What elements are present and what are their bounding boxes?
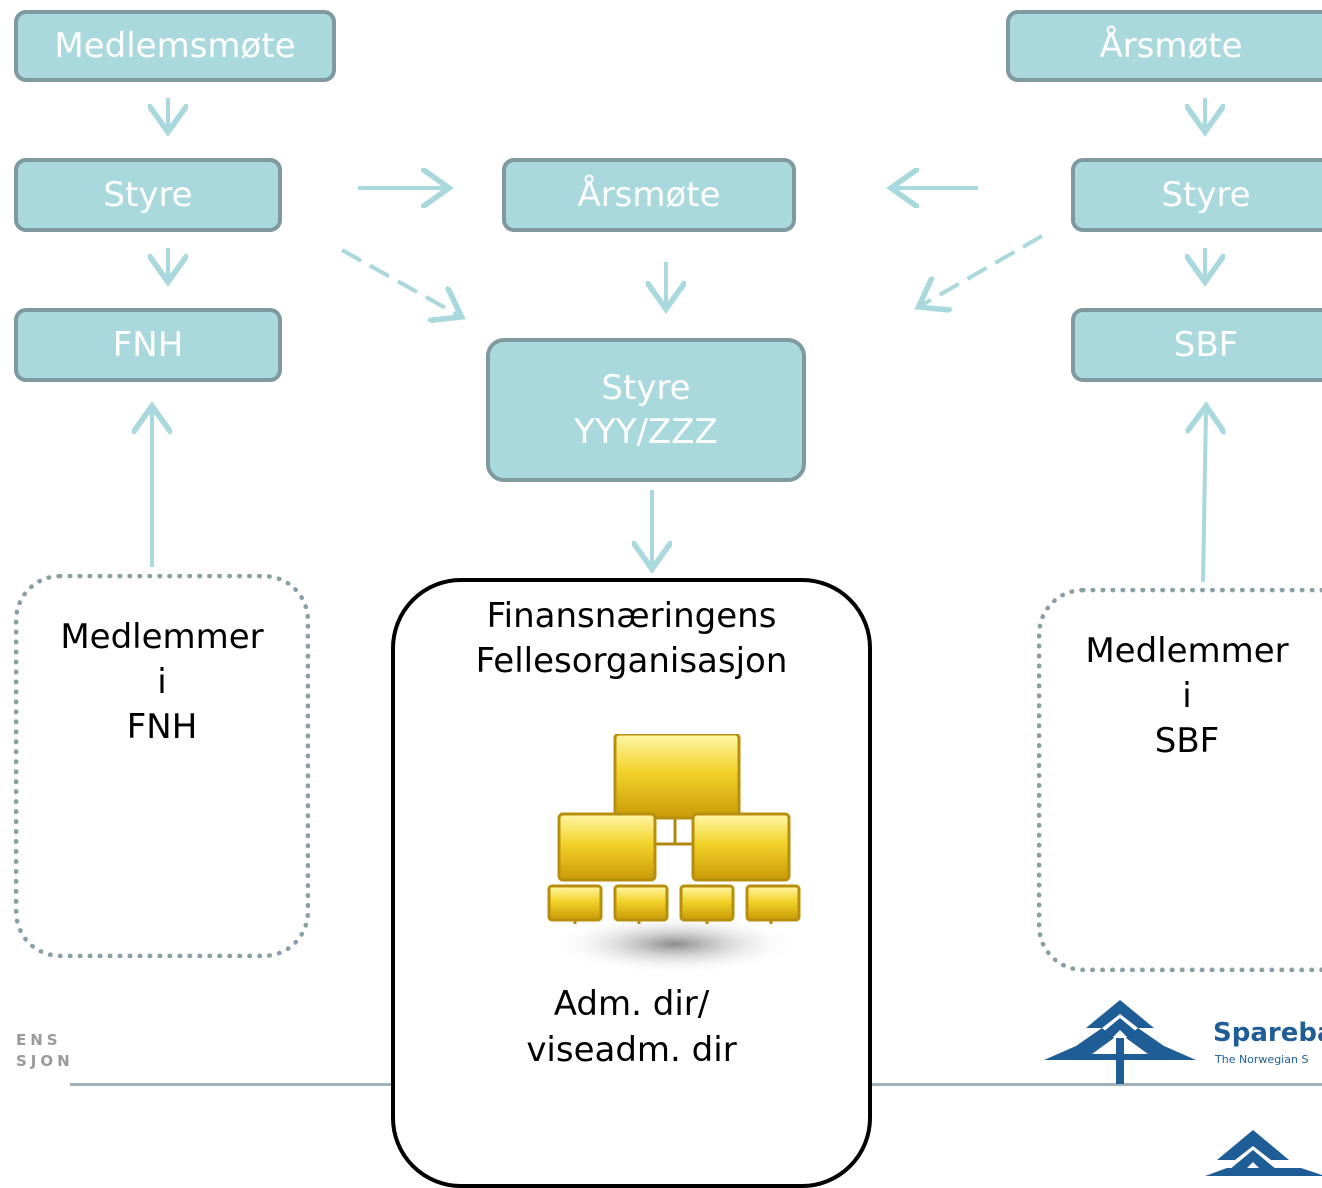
members-left-box: Medlemmer i FNH	[14, 574, 310, 958]
right-org-node: SBF	[1071, 308, 1322, 382]
arrow-left-board-to-center-board	[341, 248, 458, 315]
members-left-line1: Medlemmer	[60, 617, 264, 657]
bottom-logo-icon	[1205, 1130, 1322, 1176]
arrow-right-board-to-center-board	[922, 234, 1043, 305]
left-meeting-node: Medlemsmøte	[14, 10, 336, 82]
right-board-node: Styre	[1071, 158, 1322, 232]
center-org-role-line1: Adm. dir/	[553, 984, 710, 1025]
left-board-node: Styre	[14, 158, 282, 232]
members-right-line1: Medlemmer	[1085, 631, 1289, 671]
left-logo-fragment: ENS SJON	[16, 1031, 74, 1070]
sparebank-tagline: The Norwegian S	[1215, 1053, 1309, 1066]
center-board-node: Styre YYY/ZZZ	[486, 338, 806, 482]
center-org-title-line1: Finansnæringens	[486, 596, 777, 636]
members-right-line2: i	[1182, 676, 1192, 717]
members-left-line2: i	[157, 662, 167, 703]
right-meeting-node: Årsmøte	[1006, 10, 1322, 82]
center-org-role-line2: viseadm. dir	[526, 1029, 737, 1070]
arrow-members-to-sbf	[1203, 410, 1206, 583]
sparebank-logo-icon	[1044, 1000, 1196, 1084]
org-chart-icon	[547, 734, 801, 975]
center-org-box: Finansnæringens Fellesorganisasjon	[391, 578, 872, 1188]
sparebank-name: Spareba	[1213, 1018, 1322, 1048]
members-left-line3: FNH	[126, 707, 198, 748]
members-right-box: Medlemmer i SBF	[1037, 588, 1322, 972]
center-org-title-line2: Fellesorganisasjon	[475, 641, 788, 682]
center-meeting-node: Årsmøte	[502, 158, 796, 232]
members-right-line3: SBF	[1154, 721, 1220, 762]
left-org-node: FNH	[14, 308, 282, 382]
